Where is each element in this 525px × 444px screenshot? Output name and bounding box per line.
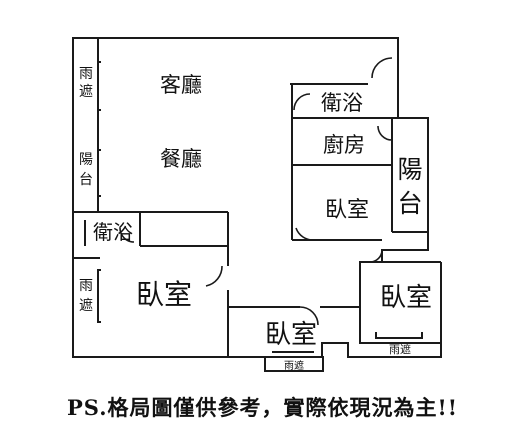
room-label-bedroom-left: 臥室	[136, 278, 192, 311]
room-label-bath-top: 衛浴	[321, 91, 363, 115]
room-label-bath-left: 衛浴	[93, 220, 133, 244]
door-arcs	[119, 57, 393, 326]
room-label-balcony-left-2: 台	[79, 172, 93, 188]
room-label-rain-shelter-bottom: 雨遮	[284, 359, 304, 372]
room-label-bedroom-center: 臥室	[325, 198, 369, 223]
room-label-rain-shelter-right: 雨遮	[389, 342, 411, 356]
room-label-living: 客廳	[160, 73, 202, 97]
room-label-bedroom-right: 臥室	[380, 283, 432, 313]
room-label-kitchen: 廚房	[323, 133, 365, 157]
room-label-bedroom-bottom: 臥室	[265, 320, 317, 350]
disclaimer-note: PS.格局圖僅供參考，實際依現況為主!!	[67, 395, 458, 420]
room-label-balcony-left-1: 陽	[79, 152, 93, 168]
sliding-doors	[84, 61, 423, 353]
room-label-balcony-right-1: 陽	[397, 155, 422, 184]
room-label-rain-shelter-top-left-1: 雨	[79, 66, 93, 82]
room-label-dining: 餐廳	[160, 147, 202, 171]
room-label-rain-shelter-top-left-2: 遮	[79, 84, 93, 100]
walls	[72, 37, 442, 372]
floor-plan: 客廳 餐廳 衛浴 廚房 陽 台 臥室 衛浴 臥室 臥室 臥室 雨 遮 陽 台 雨…	[72, 37, 442, 372]
room-label-rain-shelter-left-1: 雨	[79, 278, 93, 294]
room-label-balcony-right-2: 台	[397, 189, 422, 218]
room-label-rain-shelter-left-2: 遮	[79, 298, 93, 314]
